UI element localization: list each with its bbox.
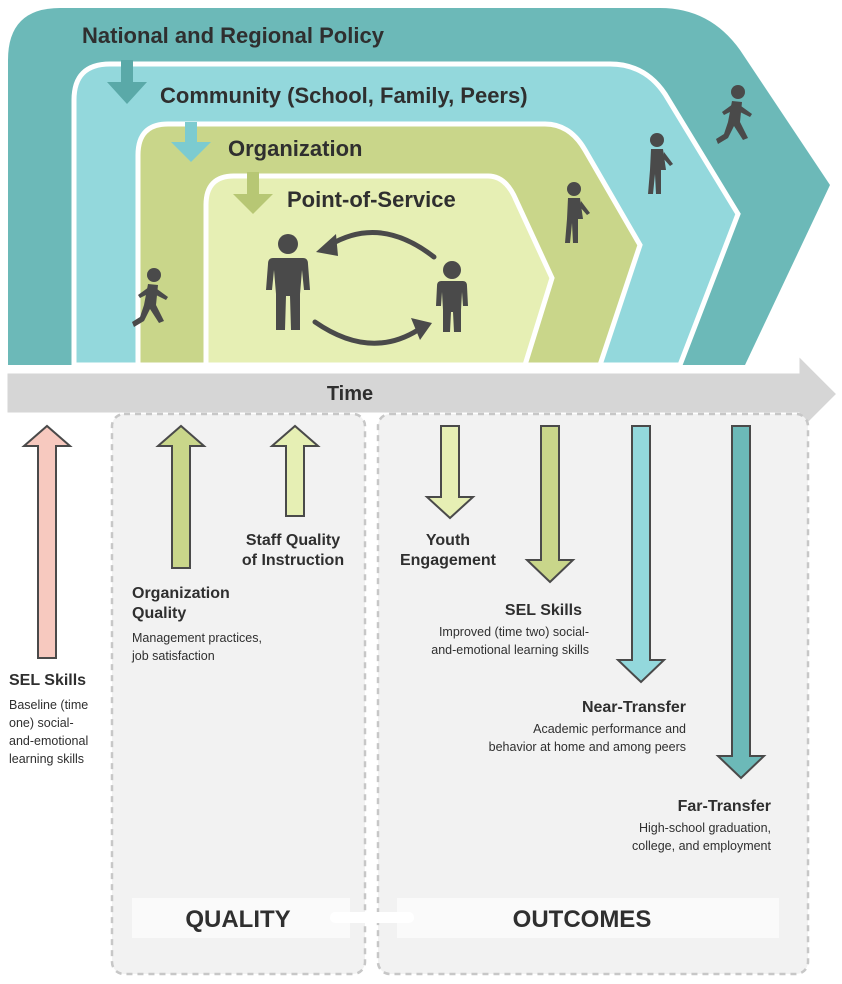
cycle-arrows-icon: [312, 230, 437, 346]
youth-engagement-title: Engagement: [400, 552, 497, 569]
quality-panel: [110, 412, 367, 976]
improved-sel-desc-line: and-emotional learning skills: [431, 643, 589, 657]
organization-quality-arrow: [155, 424, 207, 569]
national-layer-title: National and Regional Policy: [82, 23, 385, 48]
youth-engagement-title: Youth: [426, 532, 470, 549]
improved-sel-title: SEL Skills: [505, 602, 582, 619]
child-icon: [436, 261, 468, 332]
far-transfer-desc-line: High-school graduation,: [639, 821, 771, 835]
far-transfer-title: Far-Transfer: [678, 798, 771, 815]
baseline-sel-desc-line: Baseline (time: [9, 698, 88, 712]
baseline-sel-desc-line: and-emotional: [9, 734, 88, 748]
quality-section-label: QUALITY: [185, 906, 290, 933]
organization-quality-title: Quality: [132, 605, 186, 622]
time-label: Time: [327, 383, 373, 405]
organization-quality-desc-line: Management practices,: [132, 631, 262, 645]
organization-quality-desc-line: job satisfaction: [131, 649, 215, 663]
youth-engagement-arrow: [424, 425, 476, 520]
outcomes-label-box: [397, 898, 779, 938]
near-transfer-title: Near-Transfer: [582, 699, 686, 716]
down-arrow-national-icon: [107, 60, 147, 104]
far-transfer-arrow: [715, 425, 767, 780]
down-arrow-organization-icon: [233, 172, 273, 214]
staff-quality-title: Staff Quality: [246, 532, 340, 549]
near-transfer-arrow: [615, 425, 667, 684]
point-of-service-title: Point-of-Service: [287, 187, 456, 212]
improved-sel-desc-line: Improved (time two) social-: [439, 625, 589, 639]
organization-layer-title: Organization: [228, 136, 362, 161]
community-layer-title: Community (School, Family, Peers): [160, 83, 528, 108]
far-transfer-desc-line: college, and employment: [632, 839, 771, 853]
outcomes-section-label: OUTCOMES: [513, 906, 652, 933]
baseline-sel-title: SEL Skills: [9, 672, 86, 689]
quality-label-box: [132, 898, 350, 938]
organization-quality-title: Organization: [132, 585, 230, 602]
near-transfer-desc-line: behavior at home and among peers: [489, 740, 686, 754]
improved-sel-arrow: [524, 425, 576, 584]
section-connector: [330, 912, 414, 923]
staff-quality-arrow: [269, 424, 321, 517]
down-arrow-community-icon: [171, 122, 211, 162]
baseline-sel-desc-line: one) social-: [9, 716, 74, 730]
baseline-sel-desc-line: learning skills: [9, 752, 84, 766]
baseline-sel-arrow: [21, 424, 73, 659]
outcomes-panel: [376, 412, 810, 976]
near-transfer-desc-line: Academic performance and: [533, 722, 686, 736]
adult-icon: [266, 234, 310, 330]
staff-quality-title: of Instruction: [242, 552, 344, 569]
